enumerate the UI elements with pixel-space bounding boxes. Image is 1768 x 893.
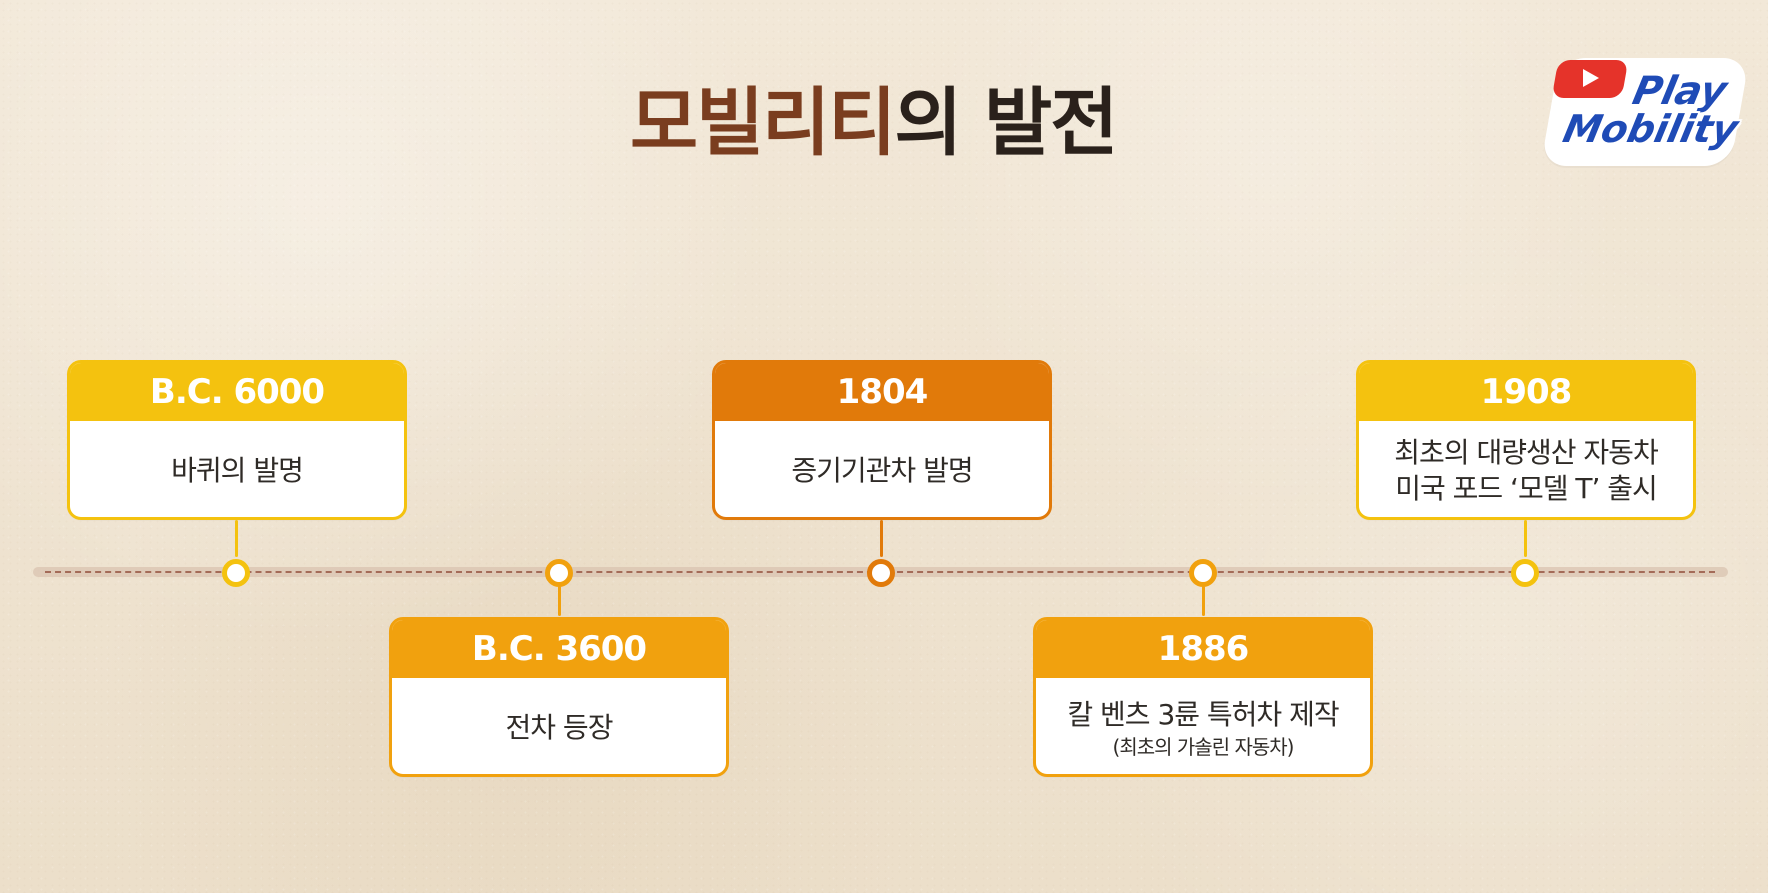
page-title-rest: 의 발전 [894,80,1118,166]
logo-text: Play Mobility [1559,69,1742,151]
event-card: 1804 증기기관차 발명 [712,360,1052,520]
timeline-node [545,559,573,587]
page-title: 모빌리티의 발전 [630,78,1150,168]
event-description: 바퀴의 발명 [70,421,404,517]
event-year: 1804 [715,363,1049,421]
event-line-1: 바퀴의 발명 [171,453,304,487]
event-description: 칼 벤츠 3륜 특허차 제작 (최초의 가솔린 자동차) [1036,678,1370,774]
page-title-highlight: 모빌리티 [630,80,896,166]
event-connector [558,586,561,616]
event-connector [1202,586,1205,616]
event-description: 최초의 대량생산 자동차 미국 포드 ‘모델 T’ 출시 [1359,421,1693,517]
logo-line-1: Play [1628,69,1731,114]
event-card: B.C. 3600 전차 등장 [389,617,729,777]
event-note: (최초의 가솔린 자동차) [1112,734,1295,759]
event-connector [880,520,883,557]
timeline-node [1189,559,1217,587]
event-card: 1908 최초의 대량생산 자동차 미국 포드 ‘모델 T’ 출시 [1356,360,1696,520]
event-card: B.C. 6000 바퀴의 발명 [67,360,407,520]
event-connector [1524,520,1527,557]
event-line-2: 미국 포드 ‘모델 T’ 출시 [1395,471,1658,505]
event-connector [235,520,238,557]
event-line-1: 최초의 대량생산 자동차 [1394,435,1658,469]
event-year: 1886 [1036,620,1370,678]
play-mobility-logo: Play Mobility [1540,58,1750,166]
event-description: 증기기관차 발명 [715,421,1049,517]
event-description: 전차 등장 [392,678,726,774]
event-line-1: 전차 등장 [505,710,614,744]
logo-line-2: Mobility [1559,106,1742,151]
event-line-1: 증기기관차 발명 [791,453,973,487]
event-year: B.C. 3600 [392,620,726,678]
timeline-node [867,559,895,587]
event-line-1: 칼 벤츠 3륜 특허차 제작 [1067,697,1339,731]
event-year: B.C. 6000 [70,363,404,421]
event-year: 1908 [1359,363,1693,421]
timeline-node [1511,559,1539,587]
event-card: 1886 칼 벤츠 3륜 특허차 제작 (최초의 가솔린 자동차) [1033,617,1373,777]
timeline-node [222,559,250,587]
play-triangle-icon [1583,69,1599,87]
